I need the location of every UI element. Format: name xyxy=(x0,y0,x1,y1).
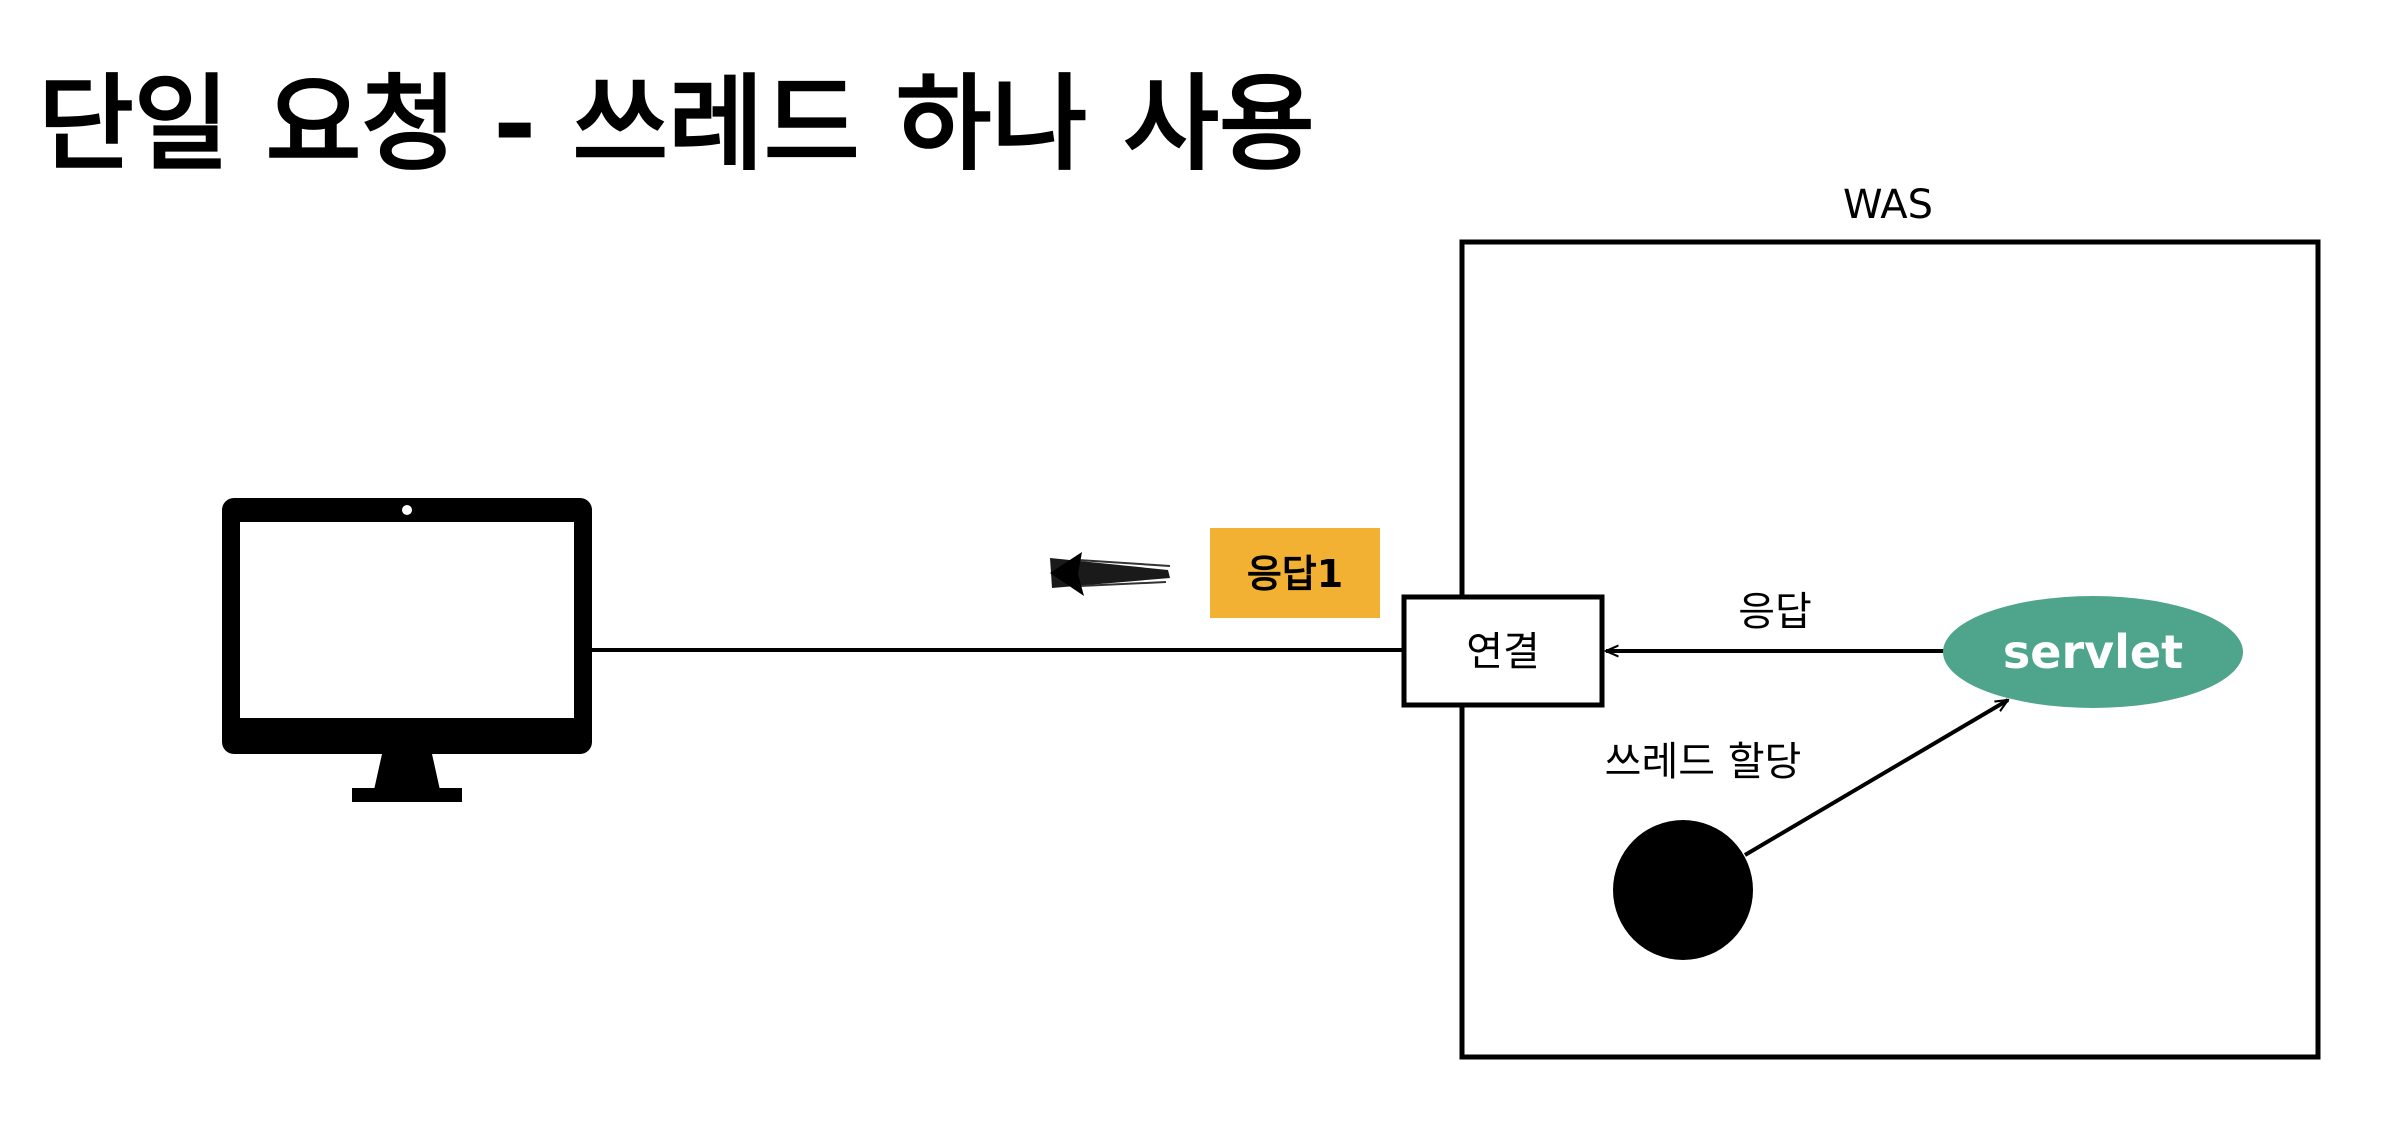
servlet-node: servlet xyxy=(1943,596,2243,708)
was-label: WAS xyxy=(1843,182,1933,228)
response-badge-label: 응답1 xyxy=(1247,552,1343,596)
servlet-label: servlet xyxy=(2003,625,2183,679)
thread-circle-icon xyxy=(1613,820,1753,960)
response-direction-arrow-icon xyxy=(1050,552,1171,596)
response-label: 응답 xyxy=(1738,589,1812,635)
thread-assign-label: 쓰레드 할당 xyxy=(1605,739,1802,785)
connection-label: 연결 xyxy=(1466,629,1540,675)
connection-box: 연결 xyxy=(1401,594,1605,708)
response-badge-background xyxy=(1210,528,1380,618)
page-title: 단일 요청 - 쓰레드 하나 사용 xyxy=(38,63,1315,185)
thread-assign-arrow xyxy=(1743,698,2008,857)
response-badge: 응답1 xyxy=(1210,528,1380,618)
desktop-monitor-icon xyxy=(222,498,592,802)
